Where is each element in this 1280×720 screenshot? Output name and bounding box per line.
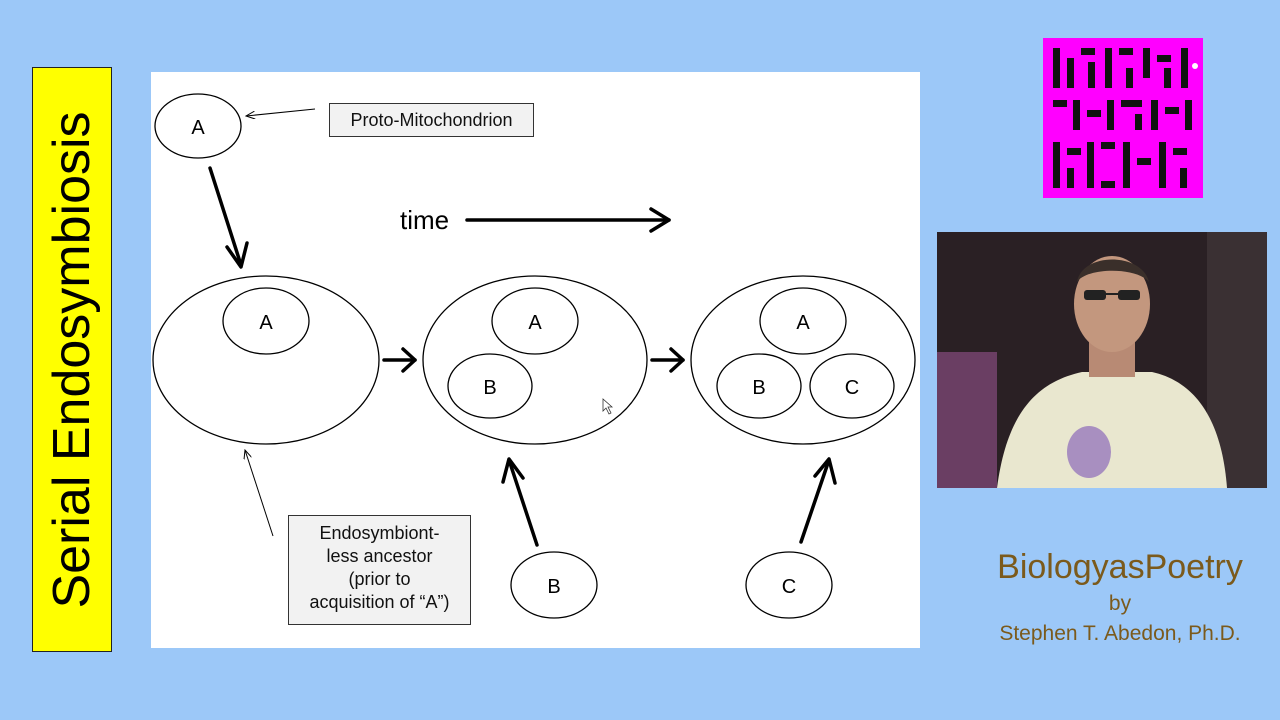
cell3-organelle-b xyxy=(716,353,802,419)
cell1-organelle-a-label: A xyxy=(259,312,273,334)
host-cell-ancestor xyxy=(152,275,380,445)
credits: BiologyasPoetry by Stephen T. Abedon, Ph… xyxy=(960,545,1280,649)
acquisition-arrow-c xyxy=(799,457,837,544)
ancestor-label: Endosymbiont- less ancestor (prior to ac… xyxy=(288,515,471,625)
free-organelle-a-label: A xyxy=(191,117,205,139)
title-banner: Serial Endosymbiosis xyxy=(32,67,112,652)
ancestor-label-line-1: Endosymbiont- xyxy=(319,523,440,543)
diagram-slide: A time A A B xyxy=(151,72,920,648)
free-organelle-c-label: C xyxy=(782,576,796,598)
ancestor-pointer-line xyxy=(245,450,274,537)
brand-name: BiologyasPoetry xyxy=(997,548,1243,586)
webcam-video-feed xyxy=(937,232,1267,488)
cell1-organelle-a xyxy=(222,287,310,355)
ancestor-label-line-3: (prior to xyxy=(348,569,411,589)
cell3-organelle-a-label: A xyxy=(796,312,810,334)
cell3-organelle-a xyxy=(759,287,847,355)
author-name: Stephen T. Abedon, Ph.D. xyxy=(999,622,1241,645)
acquisition-arrow-a xyxy=(208,166,249,269)
cell2-organelle-a-label: A xyxy=(528,312,542,334)
progress-arrow-1 xyxy=(382,347,417,373)
proto-mitochondrion-label: Proto-Mitochondrion xyxy=(329,103,534,137)
slide-title: Serial Endosymbiosis xyxy=(43,110,101,609)
presenter-silhouette-icon xyxy=(937,232,1267,488)
cell3-organelle-b-label: B xyxy=(752,377,765,399)
cell3-organelle-c-label: C xyxy=(845,377,859,399)
credits-by: by xyxy=(1108,592,1132,615)
mouse-cursor-icon xyxy=(602,398,614,415)
cell2-organelle-b xyxy=(447,353,533,419)
logo-mosaic-icon xyxy=(1043,38,1203,198)
free-organelle-b-label: B xyxy=(547,576,560,598)
free-organelle-a xyxy=(154,93,242,159)
proto-mitochondrion-text: Proto-Mitochondrion xyxy=(350,110,513,130)
acquisition-arrow-b xyxy=(501,457,539,547)
free-organelle-c xyxy=(745,551,833,619)
endosymbiosis-diagram: A time A A B xyxy=(152,93,916,619)
free-organelle-b xyxy=(510,551,598,619)
ancestor-label-line-2: less ancestor xyxy=(326,546,433,566)
time-label: time xyxy=(400,205,449,235)
cell3-organelle-c xyxy=(809,353,895,419)
biology-as-poetry-logo xyxy=(1043,38,1203,198)
progress-arrow-2 xyxy=(650,347,685,373)
ancestor-label-line-4: acquisition of “A”) xyxy=(309,592,450,612)
proto-pointer-line xyxy=(246,108,316,116)
cell2-organelle-b-label: B xyxy=(483,377,496,399)
time-arrow xyxy=(465,207,671,233)
cell2-organelle-a xyxy=(491,287,579,355)
